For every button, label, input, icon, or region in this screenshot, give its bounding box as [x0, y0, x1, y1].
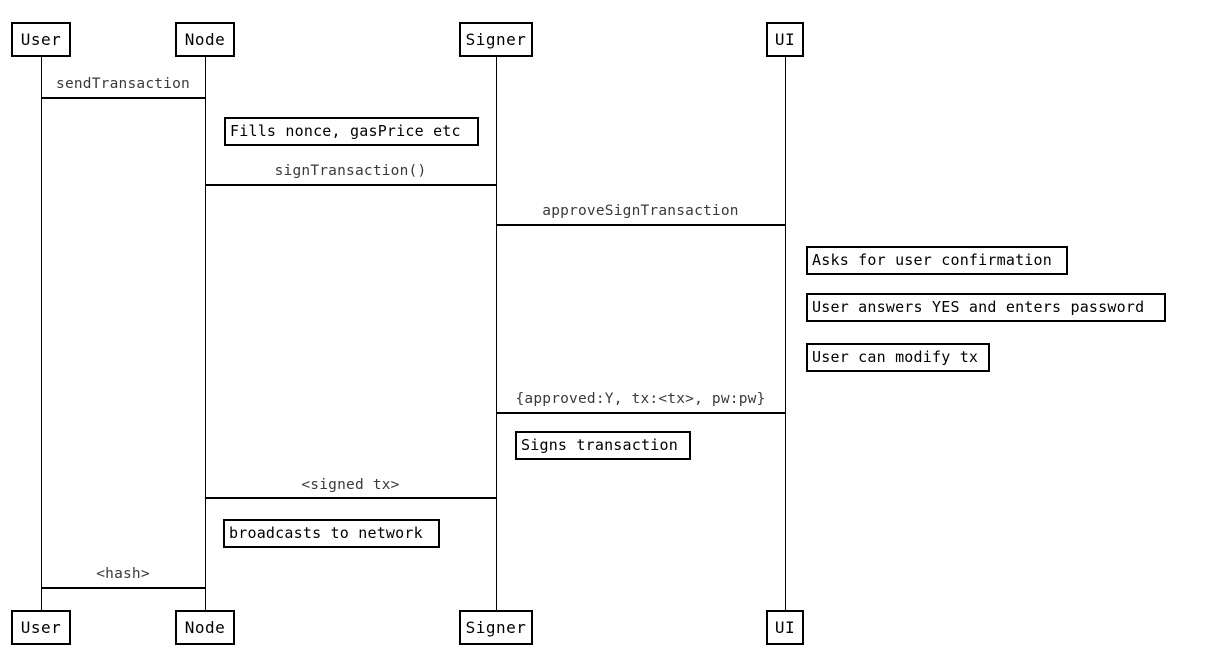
message-label-m4: {approved:Y, tx:<tx>, pw:pw}: [515, 391, 766, 407]
participant-ui-top[interactable]: UI: [766, 22, 804, 57]
message-label-m6: <hash>: [96, 566, 150, 582]
lifeline-node: [205, 57, 206, 610]
note-box-n6: broadcasts to network: [223, 519, 440, 548]
message-label-m1: sendTransaction: [56, 76, 190, 92]
message-label-m5: <signed tx>: [301, 477, 400, 493]
message-line-m1: [41, 97, 205, 99]
message-line-m4: [496, 412, 785, 414]
lifeline-ui: [785, 57, 786, 610]
participant-user-top[interactable]: User: [11, 22, 71, 57]
participant-node-bottom[interactable]: Node: [175, 610, 235, 645]
note-box-n1: Fills nonce, gasPrice etc: [224, 117, 479, 146]
participant-node-top[interactable]: Node: [175, 22, 235, 57]
participant-signer-top[interactable]: Signer: [459, 22, 533, 57]
message-line-m2: [205, 184, 496, 186]
message-label-m2: signTransaction(): [274, 163, 427, 179]
participant-user-bottom[interactable]: User: [11, 610, 71, 645]
note-box-n3: User answers YES and enters password: [806, 293, 1166, 322]
lifeline-signer: [496, 57, 497, 610]
note-box-n2: Asks for user confirmation: [806, 246, 1068, 275]
message-line-m3: [496, 224, 785, 226]
note-box-n4: User can modify tx: [806, 343, 990, 372]
participant-ui-bottom[interactable]: UI: [766, 610, 804, 645]
note-box-n5: Signs transaction: [515, 431, 691, 460]
lifeline-user: [41, 57, 42, 610]
message-label-m3: approveSignTransaction: [542, 203, 739, 219]
message-line-m6: [41, 587, 205, 589]
participant-signer-bottom[interactable]: Signer: [459, 610, 533, 645]
message-line-m5: [205, 497, 496, 499]
